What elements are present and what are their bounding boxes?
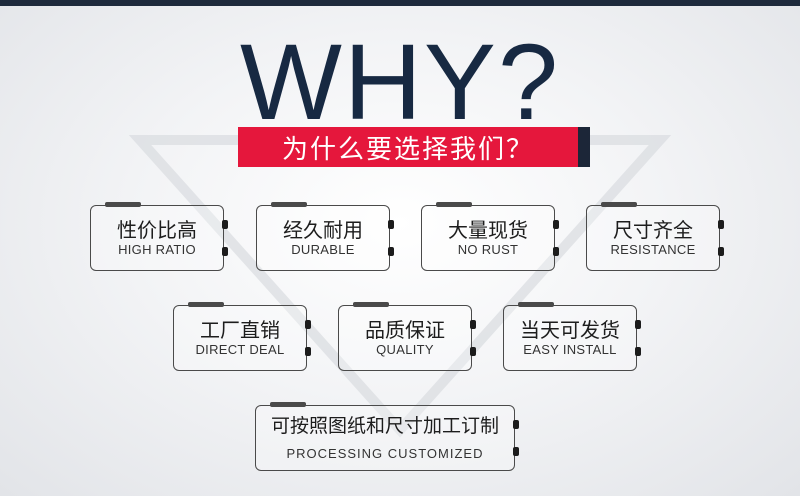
feature-subtitle: NO RUST bbox=[457, 242, 519, 257]
feature-title: 大量现货 bbox=[448, 218, 528, 242]
feature-title: 性价比高 bbox=[117, 218, 197, 242]
feature-subtitle: RESISTANCE bbox=[610, 242, 696, 257]
feature-title: 品质保证 bbox=[365, 318, 445, 342]
feature-title: 工厂直销 bbox=[200, 318, 280, 342]
feature-card-easy-install: 当天可发货 EASY INSTALL bbox=[503, 302, 641, 371]
feature-subtitle: QUALITY bbox=[376, 342, 434, 357]
feature-subtitle: EASY INSTALL bbox=[523, 342, 617, 357]
feature-title: 尺寸齐全 bbox=[613, 218, 693, 242]
feature-card-direct-deal: 工厂直销 DIRECT DEAL bbox=[173, 302, 311, 371]
feature-card-processing-customized: 可按照图纸和尺寸加工订制 PROCESSING CUSTOMIZED bbox=[255, 402, 519, 471]
feature-subtitle: DURABLE bbox=[291, 242, 355, 257]
banner-text: 为什么要选择我们？ bbox=[281, 134, 534, 165]
headline: WHY? bbox=[239, 21, 561, 142]
feature-card-no-rust: 大量现货 NO RUST bbox=[421, 202, 559, 271]
feature-card-resistance: 尺寸齐全 RESISTANCE bbox=[586, 202, 724, 271]
feature-title: 可按照图纸和尺寸加工订制 bbox=[270, 415, 499, 437]
feature-card-quality: 品质保证 QUALITY bbox=[338, 302, 476, 371]
feature-card-durable: 经久耐用 DURABLE bbox=[256, 202, 394, 271]
banner: 为什么要选择我们？ bbox=[238, 127, 590, 167]
feature-card-high-ratio: 性价比高 HIGH RATIO bbox=[90, 202, 228, 271]
top-bar bbox=[0, 0, 800, 6]
feature-subtitle: DIRECT DEAL bbox=[195, 342, 285, 357]
feature-title: 经久耐用 bbox=[283, 218, 363, 242]
feature-subtitle: HIGH RATIO bbox=[118, 242, 196, 257]
feature-title: 当天可发货 bbox=[520, 318, 620, 342]
feature-subtitle: PROCESSING CUSTOMIZED bbox=[286, 446, 484, 461]
